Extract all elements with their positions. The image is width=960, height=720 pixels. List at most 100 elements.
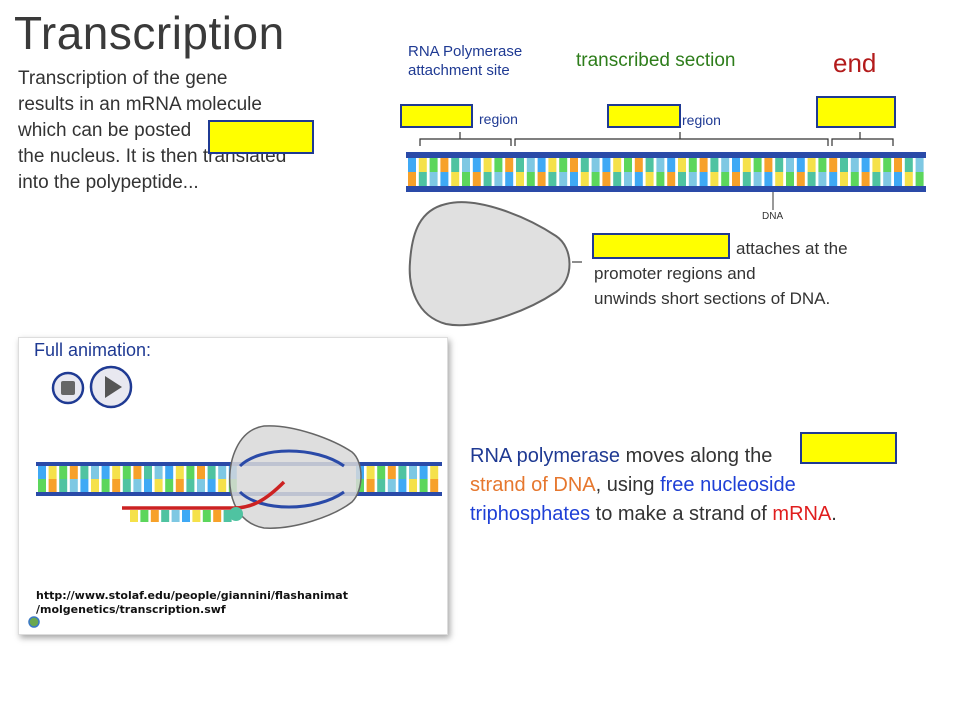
anim-base-bottom [133,479,142,492]
anim-base-top [112,466,121,479]
anim-base-top [377,466,386,479]
dna-base-bottom [667,172,676,186]
dna-base-top [472,158,481,172]
dna-base-top [807,158,816,172]
dna-base-bottom [732,172,740,186]
blank-answer-box-enzyme[interactable] [592,233,730,259]
mrna-base [192,510,201,522]
dna-base-top [580,158,589,172]
dna-base-bottom [775,172,784,186]
globe-icon [28,616,40,628]
dna-base-top [537,158,546,172]
mrna-base [140,510,149,522]
dna-base-top [634,158,643,172]
blank-answer-box-promoter[interactable] [400,104,473,128]
blank-answer-box-terminator[interactable] [816,96,896,128]
dna-base-top [418,158,427,172]
dna-base-top [786,158,794,172]
dna-base-bottom [904,172,913,186]
anim-base-top [133,466,142,479]
dna-base-bottom [710,172,719,186]
region-label-1: region [479,111,518,127]
dna-base-top [624,158,632,172]
anim-base-top [398,466,407,479]
dna-base-top [591,158,600,172]
dna-base-top [678,158,686,172]
anim-base-top [186,466,195,479]
rna-polymerase-shape [408,201,582,327]
free-nucleoside-term: free nucleoside [660,474,796,496]
anim-base-top [197,466,205,479]
dna-base-bottom [840,172,848,186]
anim-base-top [419,466,428,479]
dna-base-top [462,158,470,172]
blank-answer-box-coding[interactable] [607,104,681,128]
move-line-3: triphosphates to make a strand of mRNA. [470,500,930,529]
dna-base-top [483,158,492,172]
dna-base-bottom [742,172,751,186]
move-text-9: . [831,503,837,525]
dna-base-top [667,158,676,172]
region-label-2: region [682,112,721,128]
polymerase-description: attaches at the promoter regions and unw… [594,236,894,311]
anim-base-bottom [154,479,163,492]
anim-base-bottom [186,479,195,492]
anim-base-bottom [387,479,396,492]
dna-base-bottom [764,172,773,186]
polymerase-site-line-2: attachment site [408,62,510,79]
mrna-base [202,510,211,522]
dna-base-top [894,158,902,172]
dna-base-bottom [613,172,622,186]
anim-base-bottom [48,479,57,492]
dna-base-bottom [494,172,503,186]
movement-description: RNA polymerase moves along the strand of… [470,442,930,529]
anim-base-top [144,466,152,479]
dna-base-bottom [548,172,557,186]
dna-base-bottom [883,172,892,186]
mrna-base [171,510,180,522]
anim-base-top [48,466,57,479]
stop-button[interactable] [50,370,86,406]
anim-base-top [387,466,396,479]
dna-base-top [526,158,535,172]
move-text-4: , using [595,474,661,496]
anim-base-bottom [366,479,375,492]
dna-base-bottom [656,172,665,186]
anim-base-bottom [101,479,110,492]
mrna-base [182,510,190,522]
dna-base-bottom [807,172,816,186]
poly-text-line-2: promoter regions and [594,264,756,283]
anim-base-top [59,466,68,479]
dna-base-top [872,158,881,172]
dna-base-top [699,158,708,172]
dna-base-top [721,158,730,172]
anim-base-bottom [80,479,89,492]
animation-source-url[interactable]: http://www.stolaf.edu/people/giannini/fl… [36,589,348,617]
anim-base-top [366,466,375,479]
dna-base-bottom [753,172,762,186]
blank-answer-box-template[interactable] [800,432,897,464]
dna-base-bottom [915,172,924,186]
page-title: Transcription [14,7,285,59]
dna-base-top [915,158,924,172]
dna-base-bottom [429,172,438,186]
dna-base-top [602,158,611,172]
dna-base-top [710,158,719,172]
anim-base-bottom [409,479,417,492]
dna-base-bottom [516,172,524,186]
dna-base-bottom [440,172,449,186]
url-line-2: /molgenetics/transcription.swf [36,603,226,616]
polymerase-site-label: RNA Polymerase attachment site [408,42,522,80]
dna-base-top [742,158,751,172]
dna-base-top [883,158,892,172]
dna-base-top [548,158,557,172]
polymerase-site-line-1: RNA Polymerase [408,43,523,60]
dna-base-bottom [829,172,838,186]
url-line-1: http://www.stolaf.edu/people/giannini/fl… [36,589,348,602]
move-line-2: strand of DNA, using free nucleoside [470,471,930,500]
play-button[interactable] [88,364,134,410]
dna-base-bottom [796,172,805,186]
dna-base-bottom [602,172,611,186]
dna-base-top [764,158,773,172]
blank-answer-box-intro[interactable] [208,120,314,154]
